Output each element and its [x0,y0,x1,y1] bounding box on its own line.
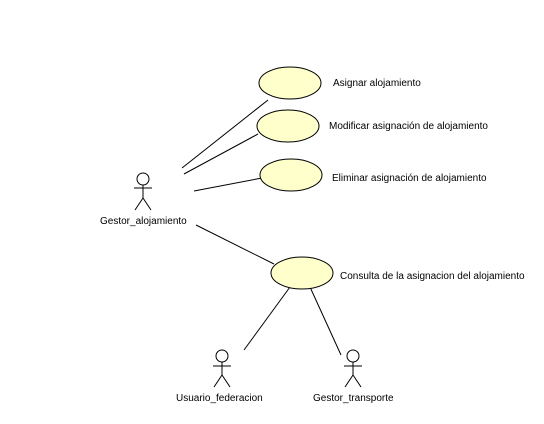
actor-left-leg [134,197,144,211]
actor-gestor-alojamiento-figure[interactable] [134,172,152,211]
use-case-eliminar-label: Eliminar asignación de alojamiento [332,173,487,184]
actor-gestor-alojamiento-label: Gestor_alojamiento [100,216,187,227]
use-case-eliminar-ellipse[interactable] [259,158,323,192]
association-gestor-modificar[interactable] [183,133,259,175]
actor-right-leg [221,374,231,388]
association-gestor-asignar[interactable] [181,99,269,169]
actor-right-leg [352,374,362,388]
association-gestor-consulta[interactable] [195,224,275,265]
association-consulta-usuario[interactable] [243,286,291,351]
actor-right-leg [142,197,152,211]
use-case-modificar-ellipse[interactable] [256,109,320,143]
use-case-consulta-label: Consulta de la asignacion del alojamient… [340,271,525,282]
use-case-modificar-label: Modificar asignación de alojamiento [329,121,488,132]
association-consulta-transporte[interactable] [309,286,342,356]
actor-gestor-transporte-figure[interactable] [344,349,362,388]
actor-left-leg [213,374,223,388]
use-case-asignar-label: Asignar alojamiento [333,78,421,89]
actor-gestor-transporte-label: Gestor_transporte [313,393,394,404]
actor-left-leg [344,374,354,388]
actor-head [136,172,150,186]
use-case-consulta-ellipse[interactable] [270,256,334,290]
actor-head [346,349,360,363]
actor-usuario-federacion-figure[interactable] [213,349,231,388]
actor-head [215,349,229,363]
actor-usuario-federacion-label: Usuario_federacion [176,393,263,404]
use-case-asignar-ellipse[interactable] [258,66,322,100]
association-gestor-eliminar[interactable] [193,177,263,192]
